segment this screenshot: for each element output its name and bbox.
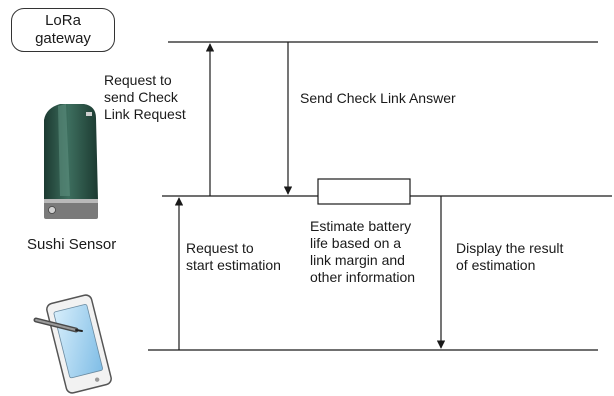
estimate-line: link margin and: [310, 252, 405, 268]
iot-sensor-device-icon: [44, 104, 98, 219]
gateway-label-line1: LoRa: [45, 12, 81, 29]
check-request-label: Request to send Check Link Request: [104, 72, 186, 123]
gateway-label-line2: gateway: [35, 30, 91, 47]
estimate-line: life based on a: [310, 235, 402, 251]
estimate-line: other information: [310, 269, 416, 285]
check-request-line: Link Request: [104, 106, 186, 122]
check-answer-label: Send Check Link Answer: [300, 90, 456, 106]
start-request-line: start estimation: [186, 257, 281, 273]
start-request-label: Request to start estimation: [186, 240, 281, 274]
estimate-line: Estimate battery: [310, 218, 412, 234]
check-request-line: Request to: [104, 72, 172, 88]
sensor-label: Sushi Sensor: [27, 236, 117, 253]
display-result-label: Display the result of estimation: [456, 240, 563, 274]
start-request-line: Request to: [186, 240, 254, 256]
display-result-line: of estimation: [456, 257, 536, 273]
display-result-line: Display the result: [456, 240, 564, 256]
check-request-line: send Check: [104, 89, 178, 105]
tablet-with-stylus-icon: [33, 294, 112, 394]
estimation-process-box: [317, 178, 411, 205]
estimate-label: Estimate battery life based on a link ma…: [310, 218, 415, 286]
gateway-box: LoRa gateway: [11, 8, 115, 52]
